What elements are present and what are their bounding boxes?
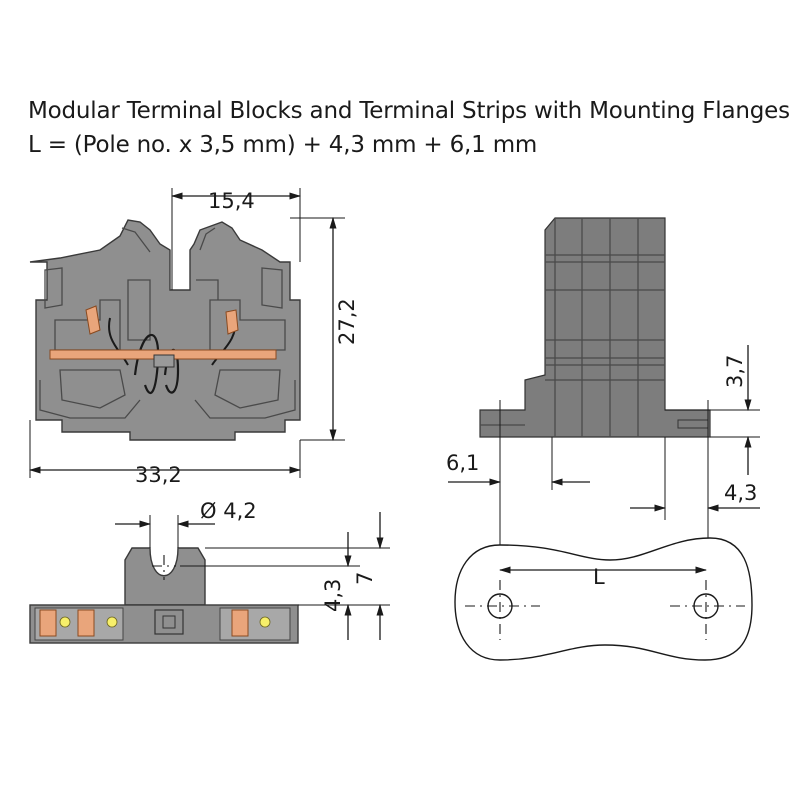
dim-height: 27,2: [335, 298, 359, 345]
dim-flange-height: 7: [353, 572, 377, 585]
dim-top-width: 15,4: [208, 189, 255, 213]
front-housing: [29, 219, 301, 441]
lever-left: [85, 305, 101, 335]
front-dimensions: 15,4 27,2 33,2: [28, 188, 359, 487]
diagram-title: Modular Terminal Blocks and Terminal Str…: [28, 98, 790, 124]
bottom-lever-left: [39, 609, 57, 637]
dim-left-flange: 6,1: [446, 451, 479, 475]
dim-length: L: [593, 565, 605, 589]
dim-side-offset: 3,7: [723, 355, 747, 388]
length-formula: L = (Pole no. x 3,5 mm) + 4,3 mm + 6,1 m…: [28, 132, 538, 158]
hole-pattern: L: [454, 537, 753, 661]
dim-right-flange: 4,3: [724, 481, 757, 505]
dim-hole-diameter: Ø 4,2: [200, 499, 257, 523]
bottom-dimensions: Ø 4,2 4,3 7: [115, 499, 390, 640]
dim-hole-height: 4,3: [321, 579, 345, 612]
bottom-lever-right: [231, 609, 249, 637]
lever-right: [225, 309, 239, 335]
bottom-lever-mid: [77, 609, 95, 637]
dim-base-width: 33,2: [135, 463, 182, 487]
front-view: [29, 219, 301, 441]
side-view: [479, 217, 711, 438]
bottom-view: [29, 547, 299, 644]
